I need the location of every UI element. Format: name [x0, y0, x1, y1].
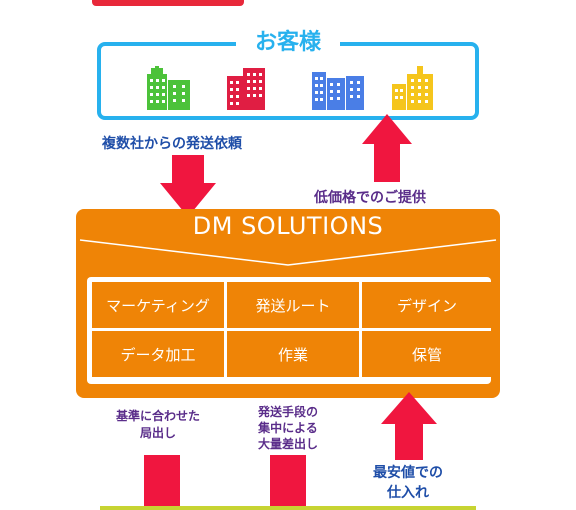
bottom-box-edge	[100, 506, 476, 510]
bulk-label: 発送手段の 集中による 大量差出し	[240, 404, 336, 452]
services-grid: マーケティング 発送ルート デザイン データ加工 作業 保管	[87, 277, 492, 384]
request-label: 複数社からの発送依頼	[102, 136, 242, 152]
bulk-label-line: 発送手段の	[257, 405, 318, 419]
service-cell: 発送ルート	[227, 282, 359, 328]
procure-label: 最安値での 仕入れ	[360, 463, 456, 503]
bulk-label-line: 大量差出し	[257, 437, 318, 451]
service-cell: デザイン	[362, 282, 492, 328]
red-building-icon	[227, 68, 265, 110]
solutions-title: DM SOLUTIONS	[192, 212, 384, 240]
arrow-up-icon	[381, 392, 437, 460]
arrow-up-icon	[362, 114, 412, 182]
dispatch-label: 基準に合わせた 局出し	[104, 408, 212, 442]
procure-label-line: 仕入れ	[387, 485, 429, 501]
service-cell: データ加工	[92, 331, 224, 377]
header-fragment	[92, 0, 244, 6]
service-cell: マーケティング	[92, 282, 224, 328]
customer-title: お客様	[236, 28, 340, 58]
arrow-down-icon	[144, 455, 180, 510]
dispatch-label-line: 基準に合わせた	[115, 409, 200, 423]
arrow-down-icon	[270, 455, 306, 510]
green-building-icon	[147, 66, 190, 110]
envelope-flap	[79, 239, 497, 266]
service-cell: 保管	[362, 331, 492, 377]
yellow-building-icon	[392, 66, 433, 110]
provide-label: 低価格でのご提供	[314, 190, 426, 206]
procure-label-line: 最安値での	[373, 465, 443, 481]
blue-building-icon	[312, 72, 364, 110]
bulk-label-line: 集中による	[258, 421, 318, 435]
dispatch-label-line: 局出し	[139, 426, 176, 440]
cropped-header	[0, 0, 576, 8]
arrow-down-icon	[160, 155, 216, 217]
service-cell: 作業	[227, 331, 359, 377]
